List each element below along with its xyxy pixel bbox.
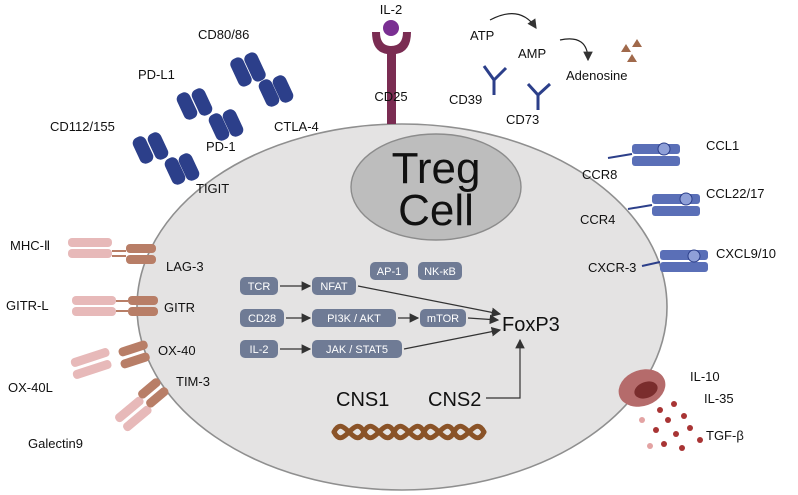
pill-mtor: mTOR: [420, 309, 466, 327]
svg-text:CD28: CD28: [248, 313, 276, 325]
cd80-86-label: CD80/86: [198, 27, 249, 42]
ox40l-label: OX-40L: [8, 380, 53, 395]
atp-label: ATP: [470, 28, 494, 43]
pdl1-label: PD-L1: [138, 67, 175, 82]
pill-ap1: AP-1: [370, 262, 408, 280]
cd39-label: CD39: [449, 92, 482, 107]
pill-tcr: TCR: [240, 277, 278, 295]
cytokine-dots-icon: [639, 401, 703, 451]
ccl1-label: CCL1: [706, 138, 739, 153]
ox40l-ox40-icon: [70, 340, 150, 379]
tim3-label: TIM-3: [176, 374, 210, 389]
pill-nfat: NFAT: [312, 277, 356, 295]
ox40-label: OX-40: [158, 343, 196, 358]
adenosine-label: Adenosine: [566, 68, 627, 83]
svg-text:JAK / STAT5: JAK / STAT5: [326, 344, 388, 356]
svg-text:NFAT: NFAT: [320, 281, 348, 293]
ccr8-ccl1-icon: [607, 142, 680, 166]
cd112-155-tigit-icon: [132, 132, 200, 185]
atp-amp-arrow-icon: [489, 13, 537, 29]
cd39-receptor-icon: [482, 65, 552, 110]
ctla4-label: CTLA-4: [274, 119, 319, 134]
galectin9-tim3-icon: [115, 378, 169, 432]
mhc2-label: MHC-Ⅱ: [10, 238, 50, 253]
tgfb-label: TGF-β: [706, 428, 744, 443]
svg-text:AP-1: AP-1: [377, 266, 401, 278]
pd1-label: PD-1: [206, 139, 236, 154]
cd112-155-label: CD112/155: [50, 119, 115, 134]
gitr-label: GITR: [164, 300, 195, 315]
cd73-label: CD73: [506, 112, 539, 127]
gitrl-label: GITR-L: [6, 298, 49, 313]
galectin9-label: Galectin9: [28, 436, 83, 451]
cns1-label: CNS1: [336, 389, 389, 411]
svg-text:mTOR: mTOR: [427, 313, 459, 325]
adenosine-molecules-icon: [621, 39, 642, 62]
ccr8-label: CCR8: [582, 167, 617, 182]
amp-adenosine-arrow-icon: [559, 38, 593, 62]
ccl22-17-label: CCL22/17: [706, 186, 765, 201]
il2-label: IL-2: [380, 2, 402, 17]
cxcr3-cxcl9-10-icon: [641, 249, 708, 272]
pill-nfkb: NK-κB: [418, 262, 462, 280]
pill-il2: IL-2: [240, 340, 278, 358]
nucleus: [350, 133, 522, 241]
il35-label: IL-35: [704, 391, 734, 406]
foxp3-label: FoxP3: [502, 314, 560, 336]
pill-jak-stat5: JAK / STAT5: [312, 340, 402, 358]
ccr4-ccl22-17-icon: [627, 192, 700, 216]
svg-text:TCR: TCR: [248, 281, 271, 293]
pdl1-pd1-icon: [176, 88, 244, 141]
pill-cd28: CD28: [240, 309, 284, 327]
lag3-label: LAG-3: [166, 259, 204, 274]
cns2-label: CNS2: [428, 389, 481, 411]
svg-text:IL-2: IL-2: [250, 344, 269, 356]
svg-text:PI3K / AKT: PI3K / AKT: [327, 313, 381, 325]
pill-pi3k-akt: PI3K / AKT: [312, 309, 396, 327]
nucleus-label-cell: Cell: [398, 186, 474, 235]
dna-helix-icon: [331, 423, 487, 441]
cxcr3-label: CXCR-3: [588, 260, 636, 275]
il10-label: IL-10: [690, 369, 720, 384]
cd25-label: CD25: [374, 89, 407, 104]
nucleus-label-treg: Treg: [392, 144, 481, 193]
ccr4-label: CCR4: [580, 212, 615, 227]
tigit-label: TIGIT: [196, 181, 229, 196]
signaling-arrows: [280, 281, 525, 399]
svg-text:NK-κB: NK-κB: [424, 266, 456, 278]
cd25-receptor-icon: [372, 20, 411, 124]
cxcl9-10-label: CXCL9/10: [716, 246, 776, 261]
secretory-vesicle-icon: [618, 369, 666, 407]
mhc2-lag3-icon: [68, 238, 156, 264]
cd80-86-ctla4-icon: [230, 52, 294, 107]
amp-label: AMP: [518, 46, 546, 61]
gitrl-gitr-icon: [72, 296, 158, 316]
